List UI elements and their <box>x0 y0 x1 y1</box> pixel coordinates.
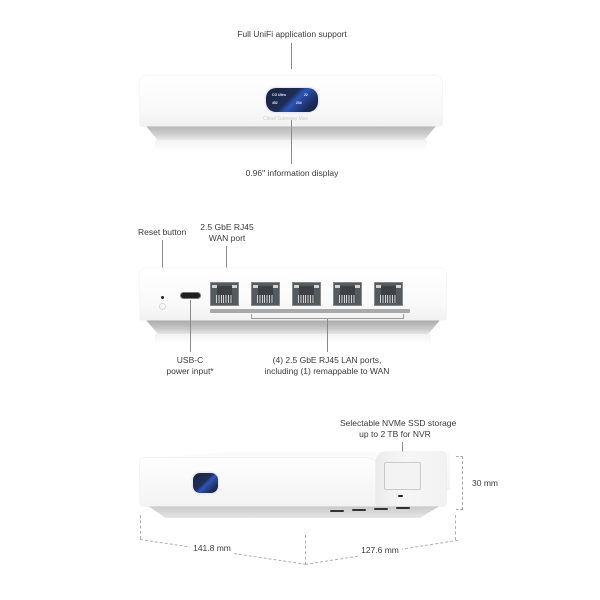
ssd-indicator <box>398 495 403 497</box>
callout-usbc-line2: power input* <box>166 366 214 376</box>
dimension-guide <box>140 515 141 539</box>
dimension-guide <box>305 535 306 565</box>
callout-lan-line2: including (1) remappable to WAN <box>264 366 390 376</box>
lan-port <box>292 282 321 306</box>
device-brand-label: Cloud Gateway Max <box>263 116 309 122</box>
screen-text-device: CG Ultra <box>272 93 286 97</box>
screen-text-up: 234 <box>296 101 302 105</box>
lan-port <box>333 282 362 306</box>
vent-slot <box>352 509 366 511</box>
vent-slot <box>330 510 344 512</box>
callout-wan-line2: WAN port <box>208 233 246 243</box>
callout-wan-line1: 2.5 GbE RJ45 <box>200 222 254 232</box>
port-light-strip <box>210 309 410 313</box>
callout-line-reset <box>162 240 163 295</box>
reset-button-hole <box>161 296 164 299</box>
callout-info-display: 0.96" information display <box>245 168 339 178</box>
height-dimension-bracket <box>456 456 463 510</box>
device-base <box>146 320 440 334</box>
callout-usbc-line1: USB-C <box>176 355 204 365</box>
usb-c-port <box>180 292 201 299</box>
callout-lan-line1: (4) 2.5 GbE RJ45 LAN ports, <box>272 355 382 365</box>
info-display-screen: CG Ultra 22 452 234 <box>266 88 318 112</box>
lan-ports-bracket <box>251 314 404 319</box>
dimension-guide <box>455 515 456 540</box>
callout-line-usbc <box>190 300 191 352</box>
ssd-bay-door <box>384 462 421 490</box>
lan-port <box>374 282 403 306</box>
wan-port <box>210 282 239 306</box>
device-reflection <box>155 334 431 344</box>
vent-slot <box>396 507 410 509</box>
callout-ssd-line2: up to 2 TB for NVR <box>359 429 431 439</box>
screen-text-down: 452 <box>272 101 278 105</box>
callout-reset-button: Reset button <box>138 227 187 237</box>
callout-ssd-line1: Selectable NVMe SSD storage <box>340 418 457 428</box>
lan-port <box>251 282 280 306</box>
device-front <box>140 458 380 506</box>
callout-line-display <box>291 120 292 164</box>
callout-line-wan <box>226 246 227 272</box>
reset-icon <box>159 303 166 310</box>
depth-dimension-label: 127.6 mm <box>358 545 402 556</box>
callout-app-support: Full UniFi application support <box>237 29 347 39</box>
vent-slot <box>374 508 388 510</box>
height-dimension-label: 30 mm <box>472 478 498 488</box>
callout-line-app-support <box>291 43 292 69</box>
device-base <box>148 506 440 518</box>
callout-line-lan <box>327 319 328 352</box>
width-dimension-label: 141.8 mm <box>190 543 234 554</box>
screen-text-clients: 22 <box>304 93 308 97</box>
info-display-screen <box>193 473 218 493</box>
